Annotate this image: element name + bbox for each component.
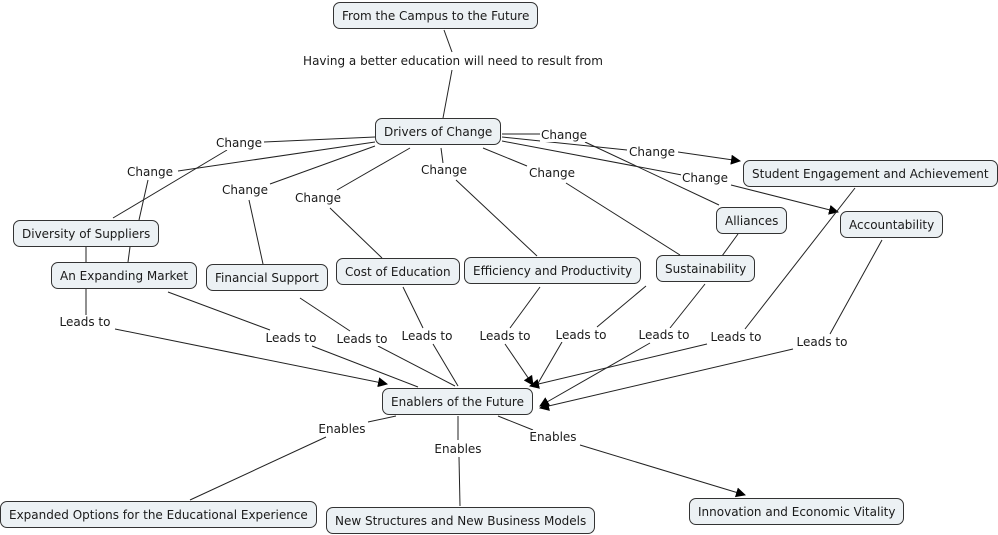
link-change: Change	[215, 136, 263, 150]
link-change: Change	[628, 145, 676, 159]
link-enables: Enables	[433, 442, 483, 456]
link-change: Change	[294, 191, 342, 205]
link-change: Change	[126, 165, 174, 179]
concept-expanded-options[interactable]: Expanded Options for the Educational Exp…	[0, 501, 317, 528]
link-change: Change	[420, 163, 468, 177]
link-enables: Enables	[528, 430, 578, 444]
link-change: Change	[540, 128, 588, 142]
concept-campus-to-future[interactable]: From the Campus to the Future	[333, 2, 539, 29]
concept-innovation-vitality[interactable]: Innovation and Economic Vitality	[689, 498, 905, 525]
concept-student-engagement[interactable]: Student Engagement and Achievement	[743, 160, 998, 187]
concept-efficiency-productivity[interactable]: Efficiency and Productivity	[464, 257, 642, 284]
concept-financial-support[interactable]: Financial Support	[206, 264, 328, 291]
link-leads-to: Leads to	[335, 332, 389, 346]
concept-alliances[interactable]: Alliances	[716, 207, 788, 234]
concept-new-structures[interactable]: New Structures and New Business Models	[326, 507, 596, 534]
link-leads-to: Leads to	[637, 328, 691, 342]
concept-expanding-market[interactable]: An Expanding Market	[51, 262, 198, 289]
link-change: Change	[528, 166, 576, 180]
link-leads-to: Leads to	[709, 330, 763, 344]
concept-sustainability[interactable]: Sustainability	[656, 255, 756, 282]
concept-diversity-of-suppliers[interactable]: Diversity of Suppliers	[13, 220, 160, 247]
link-change: Change	[221, 183, 269, 197]
concept-cost-of-education[interactable]: Cost of Education	[336, 258, 460, 285]
link-leads-to: Leads to	[264, 331, 318, 345]
link-leads-to: Leads to	[478, 329, 532, 343]
link-leads-to: Leads to	[400, 329, 454, 343]
concept-drivers-of-change[interactable]: Drivers of Change	[375, 118, 502, 145]
link-leads-to: Leads to	[795, 335, 849, 349]
link-leads-to: Leads to	[554, 328, 608, 342]
link-enables: Enables	[317, 422, 367, 436]
link-leads-to: Leads to	[58, 315, 112, 329]
concept-enablers-of-future[interactable]: Enablers of the Future	[382, 388, 533, 415]
concept-accountability[interactable]: Accountability	[840, 211, 944, 238]
link-change: Change	[681, 171, 729, 185]
link-result-from: Having a better education will need to r…	[302, 54, 604, 68]
